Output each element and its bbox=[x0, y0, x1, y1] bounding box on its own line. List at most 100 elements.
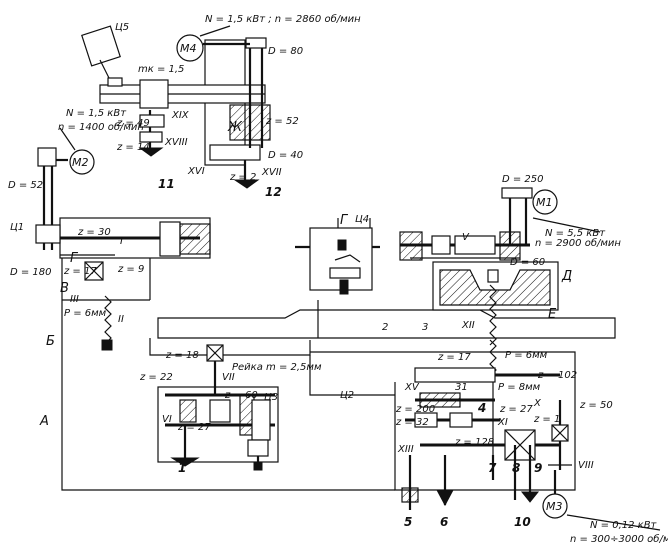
label-5: 5 bbox=[404, 515, 412, 529]
main-drive-shaft bbox=[399, 187, 533, 261]
label-z14: z = 14 bbox=[116, 142, 150, 153]
label-z2: z = 2 bbox=[229, 172, 256, 183]
label-1: 1 bbox=[178, 461, 186, 475]
work-table bbox=[157, 300, 616, 339]
label-s11: XI bbox=[497, 417, 508, 428]
label-s1: I bbox=[120, 236, 123, 247]
label-31: 31 bbox=[455, 382, 468, 393]
label-z32: z = 32 bbox=[395, 417, 429, 428]
label-z52: z = 52 bbox=[265, 116, 299, 127]
label-s6: VI bbox=[162, 414, 172, 425]
label-z22: z = 22 bbox=[139, 372, 173, 383]
label-b: Б bbox=[46, 334, 55, 349]
motor-m2: М2 N = 1,5 кВт n = 1400 об/мин bbox=[37, 108, 144, 175]
motor-m2-speed: n = 1400 об/мин bbox=[58, 121, 144, 133]
horizontal-spindle bbox=[35, 160, 211, 281]
label-p6b: P = 6мм bbox=[505, 350, 548, 361]
motor-m4: М4 N = 1,5 кВт ; n = 2860 об/мин bbox=[176, 13, 361, 62]
label-v: В bbox=[60, 281, 69, 296]
cylinder-c4-assembly bbox=[295, 218, 380, 295]
motor-m3-name: М3 bbox=[546, 500, 563, 513]
label-p6a: P = 6мм bbox=[64, 308, 107, 319]
label-z49: z = 49 bbox=[116, 118, 150, 129]
label-p8: P = 8мм bbox=[498, 382, 541, 393]
label-c3: Ц3 bbox=[264, 392, 278, 403]
label-z9: z = 9 bbox=[117, 264, 144, 275]
label-z60: z = 60 bbox=[224, 390, 258, 401]
label-z27a: z = 27 bbox=[177, 422, 211, 433]
label-d180: D = 180 bbox=[10, 267, 52, 278]
knee-feed-box bbox=[157, 344, 279, 471]
label-z17a: z = 17 bbox=[63, 266, 97, 277]
motor-m3-speed: n = 300÷3000 об/мин bbox=[570, 533, 668, 545]
label-d40: D = 40 bbox=[268, 150, 303, 161]
feed-gearbox bbox=[405, 367, 572, 500]
label-11: 11 bbox=[158, 177, 175, 191]
label-s12: XII bbox=[461, 320, 475, 331]
motor-m1-name: М1 bbox=[536, 196, 553, 209]
motor-m3: М3 N = 0,12 кВт n = 300÷3000 об/мин bbox=[542, 470, 668, 545]
label-s7: VII bbox=[222, 372, 235, 383]
label-c5: Ц5 bbox=[115, 22, 129, 33]
label-c1: Ц1 bbox=[10, 222, 24, 233]
label-z128: z = 128 bbox=[454, 437, 494, 448]
labels: Ц5 mк = 1,5 D = 80 Ж z = 52 D = 40 z = 4… bbox=[8, 22, 613, 529]
label-z18: z = 18 bbox=[165, 350, 199, 361]
label-d: Д bbox=[561, 269, 572, 284]
label-z27b: z = 27 bbox=[499, 404, 533, 415]
label-gg: Г bbox=[70, 251, 79, 266]
label-a: А bbox=[39, 414, 49, 429]
label-stop3: 3 bbox=[422, 322, 428, 333]
motor-m4-power-speed: N = 1,5 кВт ; n = 2860 об/мин bbox=[205, 13, 361, 25]
label-7: 7 bbox=[488, 461, 497, 475]
label-d60: D = 60 bbox=[510, 257, 545, 268]
motor-m2-power: N = 1,5 кВт bbox=[66, 108, 127, 119]
label-s16: XVI bbox=[187, 166, 205, 177]
label-12: 12 bbox=[265, 185, 282, 199]
motor-m1-speed: n = 2900 об/мин bbox=[535, 237, 621, 249]
label-z1: z = 1 bbox=[533, 414, 560, 425]
feed-handwheels bbox=[401, 455, 540, 510]
label-z102: z = 102 bbox=[537, 370, 577, 381]
label-d80: D = 80 bbox=[268, 46, 303, 57]
motor-m1: М1 N = 5,5 кВт n = 2900 об/мин bbox=[532, 189, 621, 249]
label-9: 9 bbox=[534, 461, 542, 475]
label-z17b: z = 17 bbox=[437, 352, 471, 363]
label-rack: Рейка m = 2,5мм bbox=[232, 362, 322, 373]
label-e: Е bbox=[548, 307, 557, 322]
table-drive-frame bbox=[149, 338, 576, 491]
label-s10: X bbox=[533, 398, 542, 409]
label-d52: D = 52 bbox=[8, 180, 43, 191]
knee-vertical-screw bbox=[101, 295, 113, 351]
label-s19: XIX bbox=[171, 110, 190, 121]
label-s17: XVII bbox=[261, 167, 282, 178]
label-z200: z = 200 bbox=[395, 404, 435, 415]
label-d250: D = 250 bbox=[502, 174, 544, 185]
label-z30: z = 30 bbox=[77, 227, 111, 238]
label-mk: mк = 1,5 bbox=[138, 64, 184, 75]
label-s15: XV bbox=[404, 382, 420, 393]
label-8: 8 bbox=[512, 461, 520, 475]
label-s5: V bbox=[462, 232, 470, 243]
label-s8: VIII bbox=[578, 460, 594, 471]
label-6: 6 bbox=[440, 515, 448, 529]
label-c2: Ц2 bbox=[340, 390, 354, 401]
motor-m3-power: N = 0,12 кВт bbox=[590, 520, 658, 531]
motor-m4-name: М4 bbox=[180, 42, 197, 55]
label-10: 10 bbox=[514, 515, 531, 529]
label-s2: II bbox=[118, 314, 124, 325]
label-zh: Ж bbox=[227, 120, 243, 135]
vertical-head bbox=[99, 37, 271, 189]
label-stop2: 2 bbox=[382, 322, 388, 333]
label-4: 4 bbox=[477, 401, 486, 415]
label-c4: Ц4 bbox=[355, 214, 369, 225]
motor-m2-name: М2 bbox=[72, 156, 89, 169]
cylinder-c5 bbox=[81, 25, 123, 87]
label-s13: XIII bbox=[397, 444, 414, 455]
label-g: Г bbox=[340, 213, 349, 228]
label-s18: XVIII bbox=[164, 137, 188, 148]
label-z50: z = 50 bbox=[579, 400, 613, 411]
motor-m1-power: N = 5,5 кВт bbox=[545, 228, 606, 239]
label-s3: III bbox=[70, 294, 79, 305]
